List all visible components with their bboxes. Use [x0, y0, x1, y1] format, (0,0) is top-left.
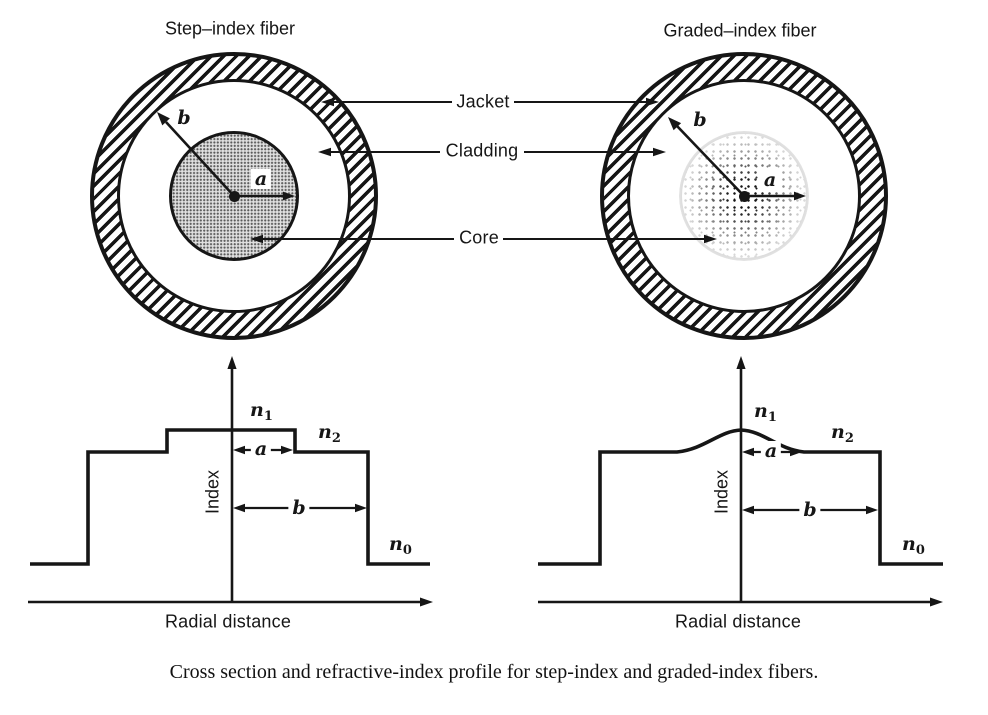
step-fiber-radius-a-arrow — [234, 191, 295, 201]
step-profile-curve — [30, 428, 430, 566]
n1-base: n — [754, 400, 768, 422]
graded-fiber-radius-b-arrow — [668, 117, 745, 197]
n2-sub: 2 — [331, 431, 341, 446]
arrowhead — [281, 445, 293, 455]
graded-profile-n2-label: n2 — [831, 421, 854, 446]
step-profile-n1-label: n1 — [250, 399, 273, 424]
arrowhead — [930, 597, 943, 607]
n0-base: n — [389, 533, 403, 555]
graded-profile-ylabel: Index — [711, 469, 732, 515]
step-profile-ylabel: Index — [202, 469, 223, 515]
arrowhead — [646, 97, 659, 107]
step-profile-b-label: b — [288, 498, 310, 518]
graded-fiber-cladding-disc — [627, 79, 861, 313]
arrowhead — [233, 503, 245, 513]
figure-caption: Cross section and refractive-index profi… — [169, 661, 819, 683]
step-profile-n0-label: n0 — [389, 533, 412, 558]
n0-sub: 0 — [402, 543, 412, 558]
graded-fiber-radius-a-arrow — [744, 191, 806, 201]
arrowhead — [250, 234, 263, 244]
arrowhead — [157, 112, 170, 126]
jacket-pointer-left — [321, 97, 452, 107]
step-profile-a-label: a — [250, 439, 272, 459]
arrowhead — [318, 147, 331, 157]
cladding-pointer-right — [524, 147, 666, 157]
n0-sub: 0 — [915, 543, 925, 558]
arrowhead — [866, 505, 878, 515]
jacket-pointer-right — [514, 97, 659, 107]
graded-fiber-a-label: a — [759, 170, 781, 190]
graded-profile-y-axis — [736, 356, 746, 602]
n1-base: n — [250, 399, 264, 421]
arrowhead — [668, 117, 682, 131]
cladding-pointer-left — [318, 147, 440, 157]
step-profile-xlabel: Radial distance — [164, 611, 292, 632]
graded-profile-x-axis — [538, 597, 943, 607]
graded-fiber-b-label: b — [693, 109, 707, 131]
arrowhead — [321, 97, 334, 107]
graded-profile-xlabel: Radial distance — [674, 611, 802, 632]
graded-fiber-title: Graded–index fiber — [663, 20, 817, 41]
graded-profile-a-label: a — [760, 441, 782, 461]
step-profile-x-axis — [28, 597, 433, 607]
cladding-label: Cladding — [445, 140, 519, 161]
n2-sub: 2 — [844, 431, 854, 446]
step-fiber-b-label: b — [177, 107, 191, 129]
graded-profile-b-label: b — [799, 500, 821, 520]
core-pointer-right — [503, 234, 717, 244]
arrowhead — [283, 191, 295, 201]
n2-base: n — [318, 421, 332, 443]
graded-profile-n0-label: n0 — [902, 533, 925, 558]
step-fiber-title: Step–index fiber — [164, 18, 296, 39]
step-fiber-a-label: a — [250, 169, 272, 189]
core-pointer-left — [250, 234, 454, 244]
jacket-label: Jacket — [456, 91, 510, 112]
arrowhead — [233, 445, 245, 455]
step-profile-n2-label: n2 — [318, 421, 341, 446]
graded-profile-n1-label: n1 — [754, 400, 777, 425]
step-profile-y-axis — [227, 356, 237, 602]
arrowhead — [420, 597, 433, 607]
n1-sub: 1 — [767, 410, 777, 425]
step-fiber-radius-b-arrow — [157, 112, 235, 197]
n0-base: n — [902, 533, 916, 555]
core-label: Core — [459, 227, 499, 248]
n1-sub: 1 — [263, 409, 273, 424]
arrowhead — [736, 356, 746, 369]
arrowhead — [227, 356, 237, 369]
arrowhead — [742, 505, 754, 515]
arrowhead — [790, 447, 802, 457]
arrowhead — [355, 503, 367, 513]
arrowhead — [742, 447, 754, 457]
arrowhead — [704, 234, 717, 244]
arrowhead — [653, 147, 666, 157]
n2-base: n — [831, 421, 845, 443]
arrowhead — [794, 191, 806, 201]
